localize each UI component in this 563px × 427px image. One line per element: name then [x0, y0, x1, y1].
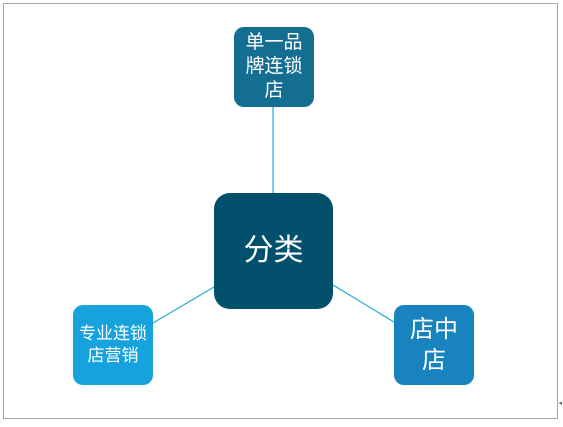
- node-category-center: 分类: [214, 193, 333, 309]
- node-single-brand-chain-label: 单一品牌连锁店: [245, 31, 303, 101]
- connector-right: [332, 284, 395, 323]
- node-specialty-chain-marketing: 专业连锁店营销: [73, 305, 153, 385]
- node-single-brand-chain: 单一品牌连锁店: [234, 27, 314, 107]
- node-shop-in-shop: 店中店: [394, 305, 474, 385]
- node-category-center-label: 分类: [243, 233, 304, 269]
- connector-left: [152, 286, 215, 324]
- node-shop-in-shop-label: 店中店: [410, 314, 458, 374]
- corner-marker-icon: ◂: [558, 399, 562, 407]
- node-specialty-chain-marketing-label: 专业连锁店营销: [79, 323, 147, 366]
